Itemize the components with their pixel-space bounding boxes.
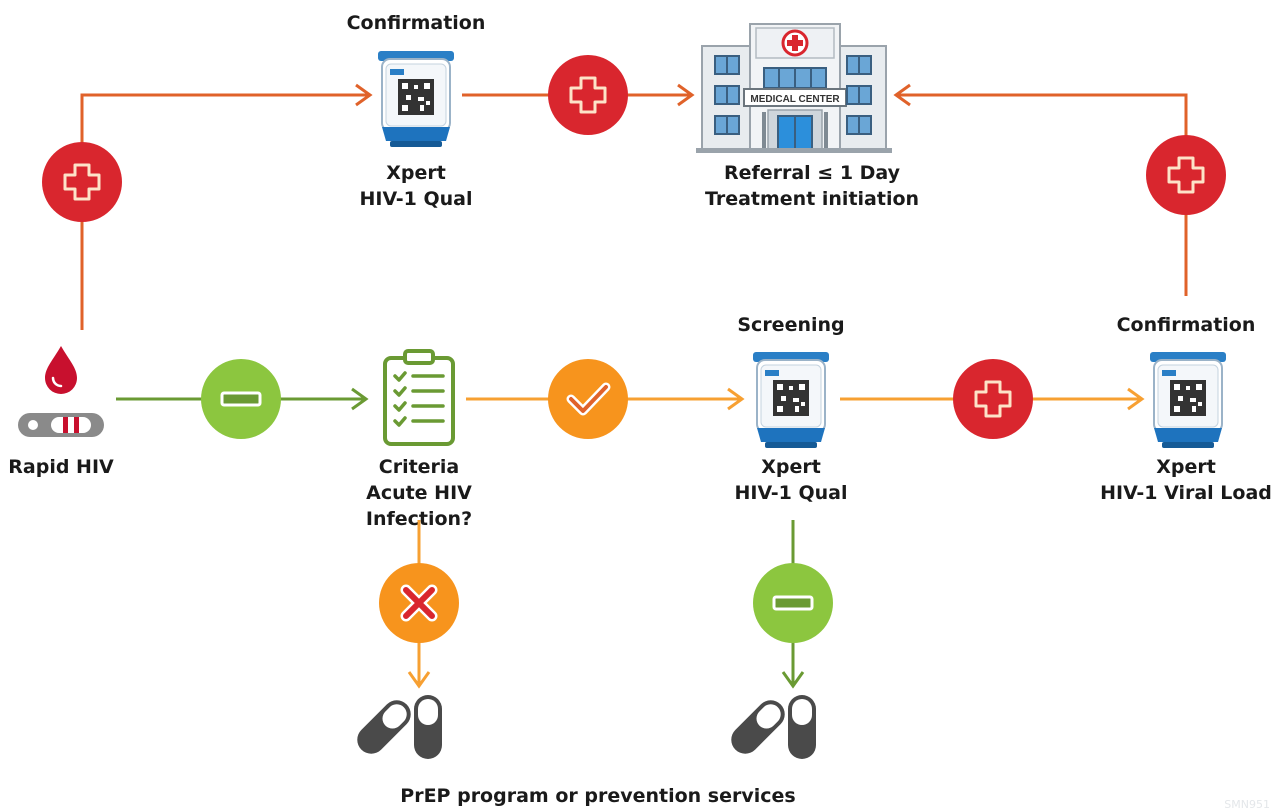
minus-icon — [201, 359, 281, 439]
rapid-test-strip-icon — [18, 413, 104, 437]
pills-icon — [725, 694, 816, 760]
top-xpert-label: Xpert HIV-1 Qual — [359, 162, 473, 210]
plus-icon — [1146, 135, 1226, 215]
xpert-cartridge-icon — [377, 50, 455, 148]
rapid-hiv-label: Rapid HIV — [8, 456, 114, 478]
watermark: SMN951 — [1224, 798, 1270, 811]
plus-icon — [548, 55, 628, 135]
pills-icon — [351, 694, 442, 760]
mid-xpert-label: Xpert HIV-1 Qual — [734, 456, 848, 504]
plus-icon — [42, 142, 122, 222]
check-icon — [548, 359, 628, 439]
referral-label: Referral ≤ 1 Day Treatment initiation — [704, 162, 920, 210]
xpert-cartridge-icon — [752, 351, 830, 449]
connector-viral-load-to-hospital — [893, 83, 1188, 296]
criteria-label: Criteria Acute HIV Infection? — [365, 456, 473, 530]
connector-rapid-to-top-xpert — [80, 83, 373, 330]
cross-icon — [379, 563, 459, 643]
prep-label: PrEP program or prevention services — [400, 785, 796, 807]
plus-icon — [953, 359, 1033, 439]
screening-label: Screening — [737, 314, 845, 336]
blood-drop-icon — [45, 346, 77, 394]
minus-icon — [753, 563, 833, 643]
medical-center-icon: MEDICAL CENTER — [696, 23, 892, 153]
top-confirmation-label: Confirmation — [346, 12, 486, 34]
hospital-sign-text: MEDICAL CENTER — [750, 94, 840, 105]
viral-load-xpert-label: Xpert HIV-1 Viral Load — [1100, 456, 1272, 504]
clipboard-checklist-icon — [383, 349, 455, 446]
xpert-cartridge-icon — [1149, 351, 1227, 449]
right-confirmation-label: Confirmation — [1116, 314, 1256, 336]
